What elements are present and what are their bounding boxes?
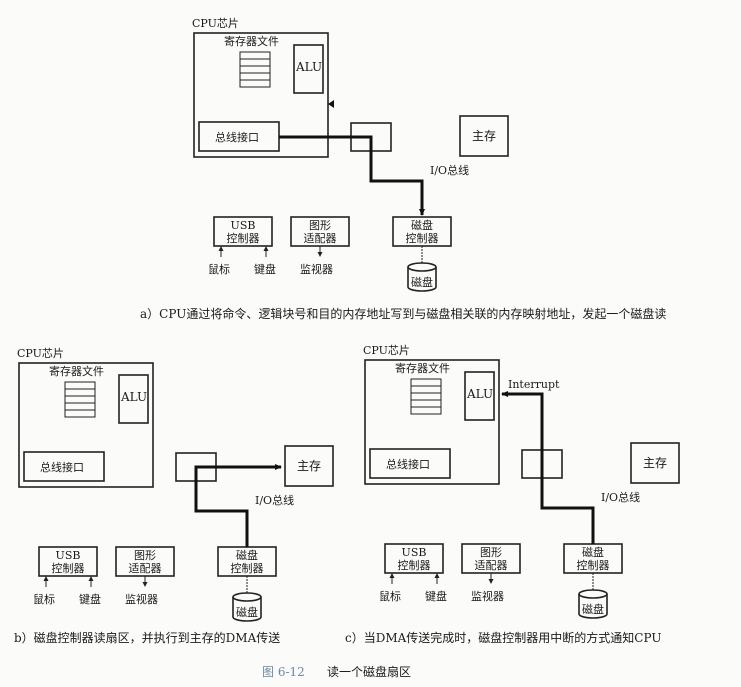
disk-label: 磁盘 (236, 605, 258, 619)
cpu-chip-label: CPU芯片 (192, 16, 239, 30)
register-file-icon (239, 51, 271, 88)
alu-box (118, 374, 149, 424)
main-memory-label: 主存 (297, 459, 321, 473)
usb-controller-label: USB (56, 549, 81, 562)
alu-label: ALU (466, 387, 493, 401)
mouse-label: 鼠标 (208, 262, 230, 276)
monitor-label: 监视器 (300, 262, 333, 276)
cpu-chip-box (18, 362, 154, 488)
io-bus-label: I/O总线 (601, 490, 640, 504)
disk-label: 磁盘 (411, 275, 433, 289)
register-file-label: 寄存器文件 (49, 364, 104, 378)
cpu-chip-box (364, 359, 500, 485)
main-memory-box (284, 445, 334, 487)
usb-controller-box (384, 543, 444, 574)
graphics-adapter-label: 适配器 (475, 559, 508, 572)
cpu-chip-box (193, 32, 329, 158)
cpu-chip-label: CPU芯片 (363, 343, 410, 357)
usb-controller-box (213, 216, 273, 247)
bus-interface-box (23, 451, 105, 482)
caption-b: b）磁盘控制器读扇区，并执行到主存的DMA传送 (14, 630, 280, 645)
write-marker-icon (328, 100, 334, 108)
graphics-adapter-label: 图形 (134, 549, 156, 562)
alu-box (464, 371, 495, 421)
disk-controller-label: 控制器 (406, 231, 439, 245)
alu-box (293, 44, 324, 94)
alu-label: ALU (295, 60, 322, 74)
bus-interface-box (369, 448, 451, 479)
disk-controller-label: 磁盘 (236, 548, 258, 562)
main-memory-label: 主存 (472, 129, 496, 143)
usb-controller-label: 控制器 (227, 231, 260, 245)
disk-icon (578, 589, 608, 619)
interrupt-path (501, 391, 595, 544)
caption-c: c）当DMA传送完成时，磁盘控制器用中断的方式通知CPU (345, 630, 661, 645)
keyboard-label: 键盘 (425, 589, 447, 603)
disk-icon (232, 592, 262, 622)
panel-c: CPU芯片寄存器文件ALU总线接口主存I/O总线USB控制器图形适配器磁盘控制器… (363, 343, 680, 619)
io-bus-path (279, 135, 425, 216)
io-bus-label: I/O总线 (430, 163, 469, 177)
mouse-label: 鼠标 (379, 589, 401, 603)
disk-label: 磁盘 (582, 602, 604, 616)
disk-controller-label: 控制器 (577, 558, 610, 572)
caption-a: a）CPU通过将命令、逻辑块号和目的内存地址写到与磁盘相关联的内存映射地址，发起… (140, 306, 666, 321)
usb-controller-label: USB (231, 219, 256, 232)
usb-controller-label: 控制器 (398, 558, 431, 572)
disk-controller-label: 磁盘 (582, 545, 604, 559)
io-bus-label: I/O总线 (255, 493, 294, 507)
panel-a: CPU芯片寄存器文件ALU总线接口主存I/O总线USB控制器图形适配器磁盘控制器… (192, 16, 509, 292)
disk-icon (407, 262, 437, 292)
bus-interface-label: 总线接口 (386, 457, 430, 471)
monitor-label: 监视器 (471, 589, 504, 603)
figure-title: 读一个磁盘扇区 (327, 664, 411, 679)
bus-interface-label: 总线接口 (215, 130, 259, 144)
register-file-label: 寄存器文件 (224, 34, 279, 48)
figure-number: 图 6-12 (262, 665, 305, 679)
graphics-adapter-label: 适配器 (129, 562, 162, 575)
bus-interface-label: 总线接口 (40, 460, 84, 474)
alu-label: ALU (120, 390, 147, 404)
mouse-label: 鼠标 (33, 592, 55, 606)
monitor-label: 监视器 (125, 592, 158, 606)
usb-controller-box (38, 546, 98, 577)
main-memory-box (630, 442, 680, 484)
panel-b: CPU芯片寄存器文件ALU总线接口主存I/O总线USB控制器图形适配器磁盘控制器… (17, 346, 334, 622)
graphics-adapter-label: 图形 (309, 219, 331, 232)
main-memory-box (459, 115, 509, 157)
keyboard-label: 键盘 (79, 592, 101, 606)
register-file-icon (410, 378, 442, 415)
keyboard-label: 键盘 (254, 262, 276, 276)
disk-controller-label: 磁盘 (411, 218, 433, 232)
main-memory-label: 主存 (643, 456, 667, 470)
cpu-chip-label: CPU芯片 (17, 346, 64, 360)
graphics-adapter-label: 图形 (480, 546, 502, 559)
usb-controller-label: 控制器 (52, 561, 85, 575)
dma-transfer-path (194, 464, 282, 547)
disk-controller-label: 控制器 (231, 561, 264, 575)
usb-controller-label: USB (402, 546, 427, 559)
register-file-icon (64, 381, 96, 418)
interrupt-label: Interrupt (508, 378, 560, 391)
graphics-adapter-label: 适配器 (304, 232, 337, 245)
register-file-label: 寄存器文件 (395, 361, 450, 375)
